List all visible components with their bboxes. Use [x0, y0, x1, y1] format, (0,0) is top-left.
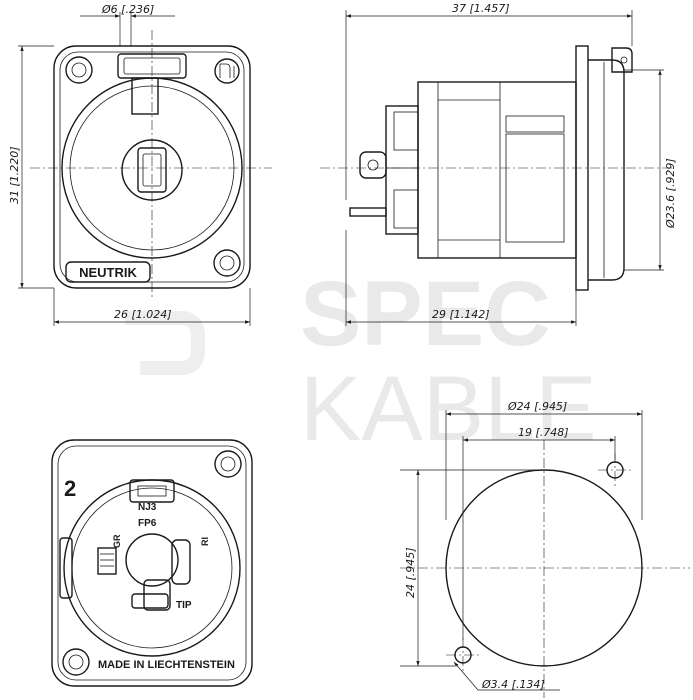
label-tip: TIP [176, 600, 192, 611]
watermark-line-2: KABLE [300, 358, 597, 460]
rear-mount-hole-top [214, 450, 242, 478]
side-dimensions: 37 [1.457] Ø23.6 [.929] 29 [1.142] [345, 2, 677, 326]
dim-cutout-dia: Ø24 [.945] [507, 400, 567, 413]
watermark-logo [125, 311, 205, 375]
rear-jack [125, 533, 179, 587]
solder-lug-top [359, 151, 387, 179]
contact-gr [97, 547, 117, 575]
panel-cutout [400, 440, 690, 698]
brand-text: NEUTRIK [79, 265, 137, 280]
dim-hole-spacing: 19 [.748] [518, 426, 569, 439]
rear-view: 2 NJ3 FP6 GR RI TIP MADE IN LIECHTENSTEI… [51, 439, 253, 687]
side-body [417, 81, 577, 259]
dim-width: 26 [1.024] [114, 308, 172, 321]
origin-text: MADE IN LIECHTENSTEIN [98, 659, 235, 671]
rear-flange [51, 439, 253, 687]
watermark-line-1: SPEC [300, 263, 551, 365]
brand-plate [65, 261, 151, 283]
front-dimensions: Ø6 [.236] 31 [1.220] 26 [1.024] [8, 3, 251, 326]
label-ri: RI [200, 537, 210, 546]
mount-hole-top-left [65, 56, 93, 84]
side-bezel [588, 59, 625, 281]
model-nj3: NJ3 [138, 502, 157, 513]
side-latch [611, 47, 633, 73]
dim-total-length: 37 [1.457] [452, 2, 510, 15]
dim-body-dia: Ø23.6 [.929] [664, 158, 677, 229]
dim-cutout-height: 24 [.945] [404, 547, 417, 598]
label-gr: GR [112, 534, 122, 548]
front-view: NEUTRIK [30, 30, 272, 300]
solder-lug-bottom [349, 207, 387, 217]
rear-mount-hole-bottom [62, 648, 90, 676]
cutout-dimensions: Ø24 [.945] 19 [.748] 24 [.945] Ø3.4 [.13… [400, 400, 643, 691]
side-view [320, 45, 672, 291]
dim-mount-hole-dia: Ø3.4 [.134] [481, 678, 545, 691]
latch-slider [131, 77, 159, 115]
dim-height: 31 [1.220] [8, 146, 21, 204]
dim-hole-dia: Ø6 [.236] [101, 3, 154, 16]
watermark: SPEC KABLE [125, 263, 597, 460]
rear-latch [129, 479, 175, 503]
mount-hole-bottom-right [213, 249, 241, 277]
side-contact-block [385, 105, 419, 235]
dim-body-length: 29 [1.142] [432, 308, 490, 321]
model-fp6: FP6 [138, 518, 157, 529]
neutrik-logo [214, 58, 240, 84]
pin-number: 2 [64, 476, 76, 501]
